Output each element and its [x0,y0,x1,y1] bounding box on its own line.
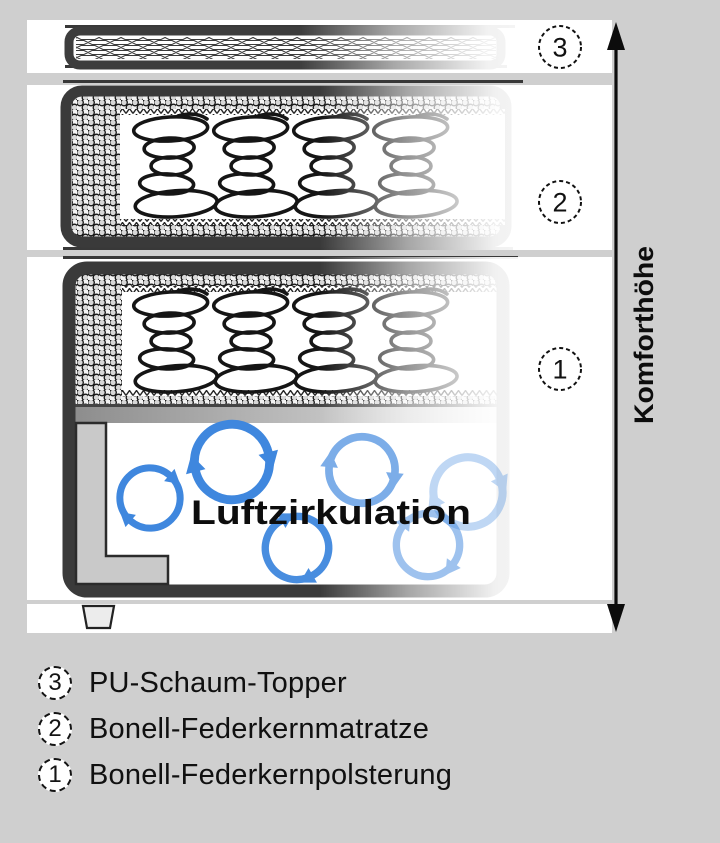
marker-3: 3 [538,25,582,69]
band-base [27,604,612,633]
arrow-down-icon [607,604,625,632]
arrow-up-icon [607,22,625,50]
frame-corner-profile [74,421,170,586]
legend-marker-1: 1 [38,758,72,792]
svg-text:3: 3 [552,33,567,63]
comfort-height-label: Komforthöhe [629,246,659,424]
legend-marker-3: 3 [38,666,72,700]
legend-label: Bonell-Federkernmatratze [89,712,430,745]
svg-text:1: 1 [552,355,567,385]
air-circulation-label: Luftzirkulation [191,494,471,532]
marker-1: 1 [538,347,582,391]
legend-item-polster: 1 Bonell-Federkernpolsterung [38,758,452,792]
legend-label: Bonell-Federkernpolsterung [89,758,453,791]
legend-marker-2: 2 [38,712,72,746]
bed-foot [81,604,116,630]
mattress-layer [60,80,612,250]
marker-2: 2 [538,180,582,224]
topper-layer [64,20,612,73]
legend-label: PU-Schaum-Topper [89,666,347,699]
diagram-canvas: Luftzirkulation 3 2 1 Komforthöhe [27,20,659,633]
legend: 3 PU-Schaum-Topper 2 Bonell-Federkernmat… [38,666,452,804]
svg-text:2: 2 [552,188,567,218]
legend-item-mattress: 2 Bonell-Federkernmatratze [38,712,452,746]
comfort-height-measure: Komforthöhe [607,22,659,632]
layer-markers: 3 2 1 [538,25,582,391]
legend-item-topper: 3 PU-Schaum-Topper [38,666,452,700]
polster-layer: Luftzirkulation [62,256,612,600]
